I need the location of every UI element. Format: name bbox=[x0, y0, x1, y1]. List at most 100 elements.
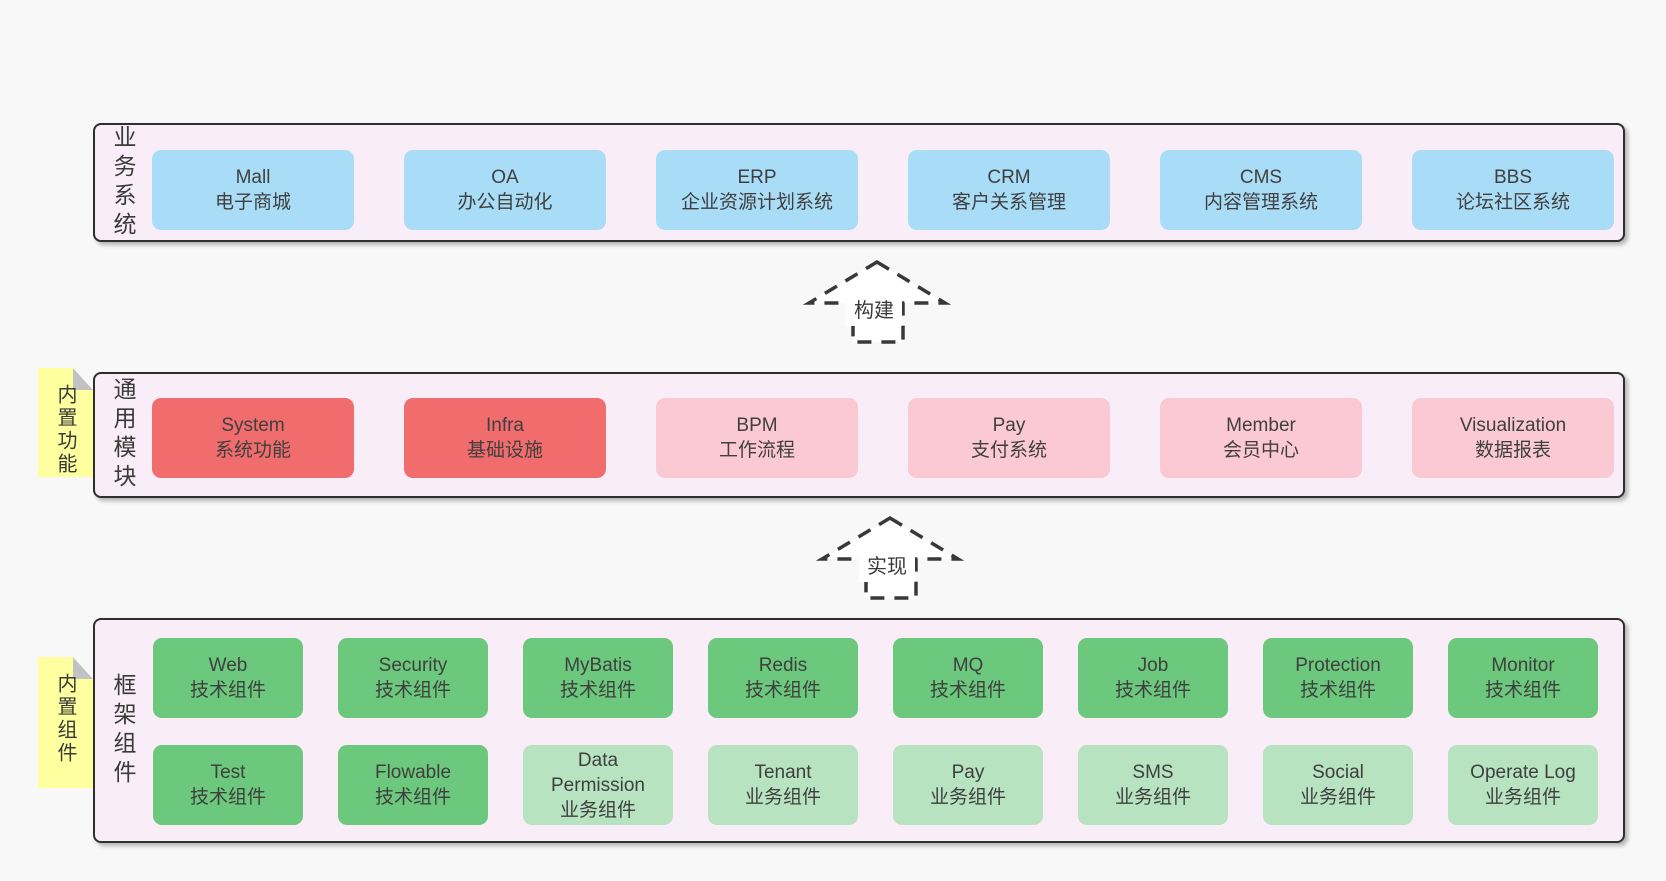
panel-title: 业务系统 bbox=[110, 124, 136, 241]
business-box-row: Mall 电子商城 OA 办公自动化 ERP 企业资源计划系统 CRM 客户关系… bbox=[152, 150, 1614, 230]
box-protection: Protection 技术组件 bbox=[1263, 638, 1413, 718]
box-name: BPM bbox=[736, 415, 778, 436]
framework-box-row-2: Test 技术组件 Flowable 技术组件 Data Permission … bbox=[153, 745, 1598, 825]
box-desc: 工作流程 bbox=[718, 440, 795, 461]
box-desc: 基础设施 bbox=[466, 440, 543, 461]
sticky-note-label: 内置功能 bbox=[54, 384, 76, 476]
box-name: BBS bbox=[1493, 167, 1533, 188]
box-desc: 技术组件 bbox=[374, 680, 451, 701]
box-mybatis: MyBatis 技术组件 bbox=[523, 638, 673, 718]
box-desc: 数据报表 bbox=[1474, 440, 1551, 461]
box-test: Test 技术组件 bbox=[153, 745, 303, 825]
box-name: System bbox=[221, 415, 285, 436]
sticky-note-built-in-components: 内置组件 bbox=[38, 657, 93, 788]
box-name: Redis bbox=[758, 655, 808, 676]
box-flowable: Flowable 技术组件 bbox=[338, 745, 488, 825]
box-sms: SMS 业务组件 bbox=[1078, 745, 1228, 825]
build-arrow-label: 构建 bbox=[846, 291, 902, 326]
box-desc: 业务组件 bbox=[559, 799, 636, 821]
box-bbs: BBS 论坛社区系统 bbox=[1412, 150, 1614, 230]
box-system: System 系统功能 bbox=[152, 398, 354, 478]
box-name: Flowable bbox=[374, 762, 452, 783]
box-desc: 业务组件 bbox=[1484, 787, 1561, 808]
box-name: Pay bbox=[951, 762, 985, 783]
panel-framework-components: 框架组件 Web 技术组件 Security 技术组件 MyBatis 技术组件… bbox=[93, 618, 1625, 843]
box-name: Monitor bbox=[1491, 655, 1555, 676]
box-member: Member 会员中心 bbox=[1160, 398, 1362, 478]
box-desc: 系统功能 bbox=[214, 440, 291, 461]
box-visualization: Visualization 数据报表 bbox=[1412, 398, 1614, 478]
box-desc: 业务组件 bbox=[1299, 787, 1376, 808]
box-name: Infra bbox=[485, 415, 525, 436]
box-desc: 技术组件 bbox=[189, 680, 266, 701]
box-name: Operate Log bbox=[1470, 762, 1576, 783]
box-bpm: BPM 工作流程 bbox=[656, 398, 858, 478]
box-desc: 会员中心 bbox=[1222, 440, 1299, 461]
box-operate-log: Operate Log 业务组件 bbox=[1448, 745, 1598, 825]
box-name: Job bbox=[1137, 655, 1169, 676]
box-pay-system: Pay 支付系统 bbox=[908, 398, 1110, 478]
box-name: Tenant bbox=[754, 762, 812, 783]
box-desc: 电子商城 bbox=[214, 192, 291, 213]
box-name: MyBatis bbox=[564, 655, 632, 676]
box-name: Protection bbox=[1295, 655, 1381, 676]
box-name: CRM bbox=[987, 167, 1031, 188]
box-security: Security 技术组件 bbox=[338, 638, 488, 718]
box-web: Web 技术组件 bbox=[153, 638, 303, 718]
box-social: Social 业务组件 bbox=[1263, 745, 1413, 825]
box-desc: 内容管理系统 bbox=[1203, 192, 1318, 213]
box-name: OA bbox=[491, 167, 519, 188]
box-name: SMS bbox=[1132, 762, 1174, 783]
box-erp: ERP 企业资源计划系统 bbox=[656, 150, 858, 230]
implement-arrow-label: 实现 bbox=[859, 547, 915, 582]
box-name: MQ bbox=[952, 655, 984, 676]
box-desc: 技术组件 bbox=[189, 787, 266, 808]
box-tenant: Tenant 业务组件 bbox=[708, 745, 858, 825]
box-desc: 技术组件 bbox=[1299, 680, 1376, 701]
box-monitor: Monitor 技术组件 bbox=[1448, 638, 1598, 718]
modules-box-row: System 系统功能 Infra 基础设施 BPM 工作流程 Pay 支付系统… bbox=[152, 398, 1614, 478]
box-crm: CRM 客户关系管理 bbox=[908, 150, 1110, 230]
panel-title: 通用模块 bbox=[110, 377, 136, 493]
framework-box-row-1: Web 技术组件 Security 技术组件 MyBatis 技术组件 Redi… bbox=[153, 638, 1598, 718]
box-name: Data Permission bbox=[551, 749, 645, 796]
box-desc: 技术组件 bbox=[744, 680, 821, 701]
box-name: Mall bbox=[235, 167, 271, 188]
box-name: Visualization bbox=[1459, 415, 1567, 436]
box-mall: Mall 电子商城 bbox=[152, 150, 354, 230]
sticky-note-built-in-features: 内置功能 bbox=[38, 368, 93, 477]
box-name: Social bbox=[1312, 762, 1364, 783]
panel-title: 框架组件 bbox=[110, 672, 136, 789]
box-desc: 技术组件 bbox=[1484, 680, 1561, 701]
box-name: Member bbox=[1226, 415, 1296, 436]
box-desc: 技术组件 bbox=[929, 680, 1006, 701]
box-desc: 技术组件 bbox=[1114, 680, 1191, 701]
panel-business-systems: 业务系统 Mall 电子商城 OA 办公自动化 ERP 企业资源计划系统 CRM… bbox=[93, 123, 1625, 242]
box-desc: 论坛社区系统 bbox=[1455, 192, 1570, 213]
box-name: Web bbox=[208, 655, 248, 676]
box-desc: 客户关系管理 bbox=[951, 192, 1066, 213]
box-name: Test bbox=[210, 762, 246, 783]
box-redis: Redis 技术组件 bbox=[708, 638, 858, 718]
box-job: Job 技术组件 bbox=[1078, 638, 1228, 718]
box-name: Security bbox=[378, 655, 448, 676]
box-desc: 办公自动化 bbox=[457, 192, 553, 213]
box-oa: OA 办公自动化 bbox=[404, 150, 606, 230]
box-name: Pay bbox=[992, 415, 1026, 436]
box-desc: 企业资源计划系统 bbox=[680, 192, 833, 213]
panel-common-modules: 通用模块 System 系统功能 Infra 基础设施 BPM 工作流程 Pay… bbox=[93, 372, 1625, 498]
box-infra: Infra 基础设施 bbox=[404, 398, 606, 478]
box-mq: MQ 技术组件 bbox=[893, 638, 1043, 718]
box-name: ERP bbox=[737, 167, 777, 188]
box-desc: 支付系统 bbox=[970, 440, 1047, 461]
box-pay-component: Pay 业务组件 bbox=[893, 745, 1043, 825]
box-data-permission: Data Permission 业务组件 bbox=[523, 745, 673, 825]
box-desc: 技术组件 bbox=[559, 680, 636, 701]
sticky-note-label: 内置组件 bbox=[54, 673, 76, 765]
box-desc: 技术组件 bbox=[374, 787, 451, 808]
box-cms: CMS 内容管理系统 bbox=[1160, 150, 1362, 230]
box-desc: 业务组件 bbox=[1114, 787, 1191, 808]
box-name: CMS bbox=[1239, 167, 1283, 188]
box-desc: 业务组件 bbox=[744, 787, 821, 808]
box-desc: 业务组件 bbox=[929, 787, 1006, 808]
